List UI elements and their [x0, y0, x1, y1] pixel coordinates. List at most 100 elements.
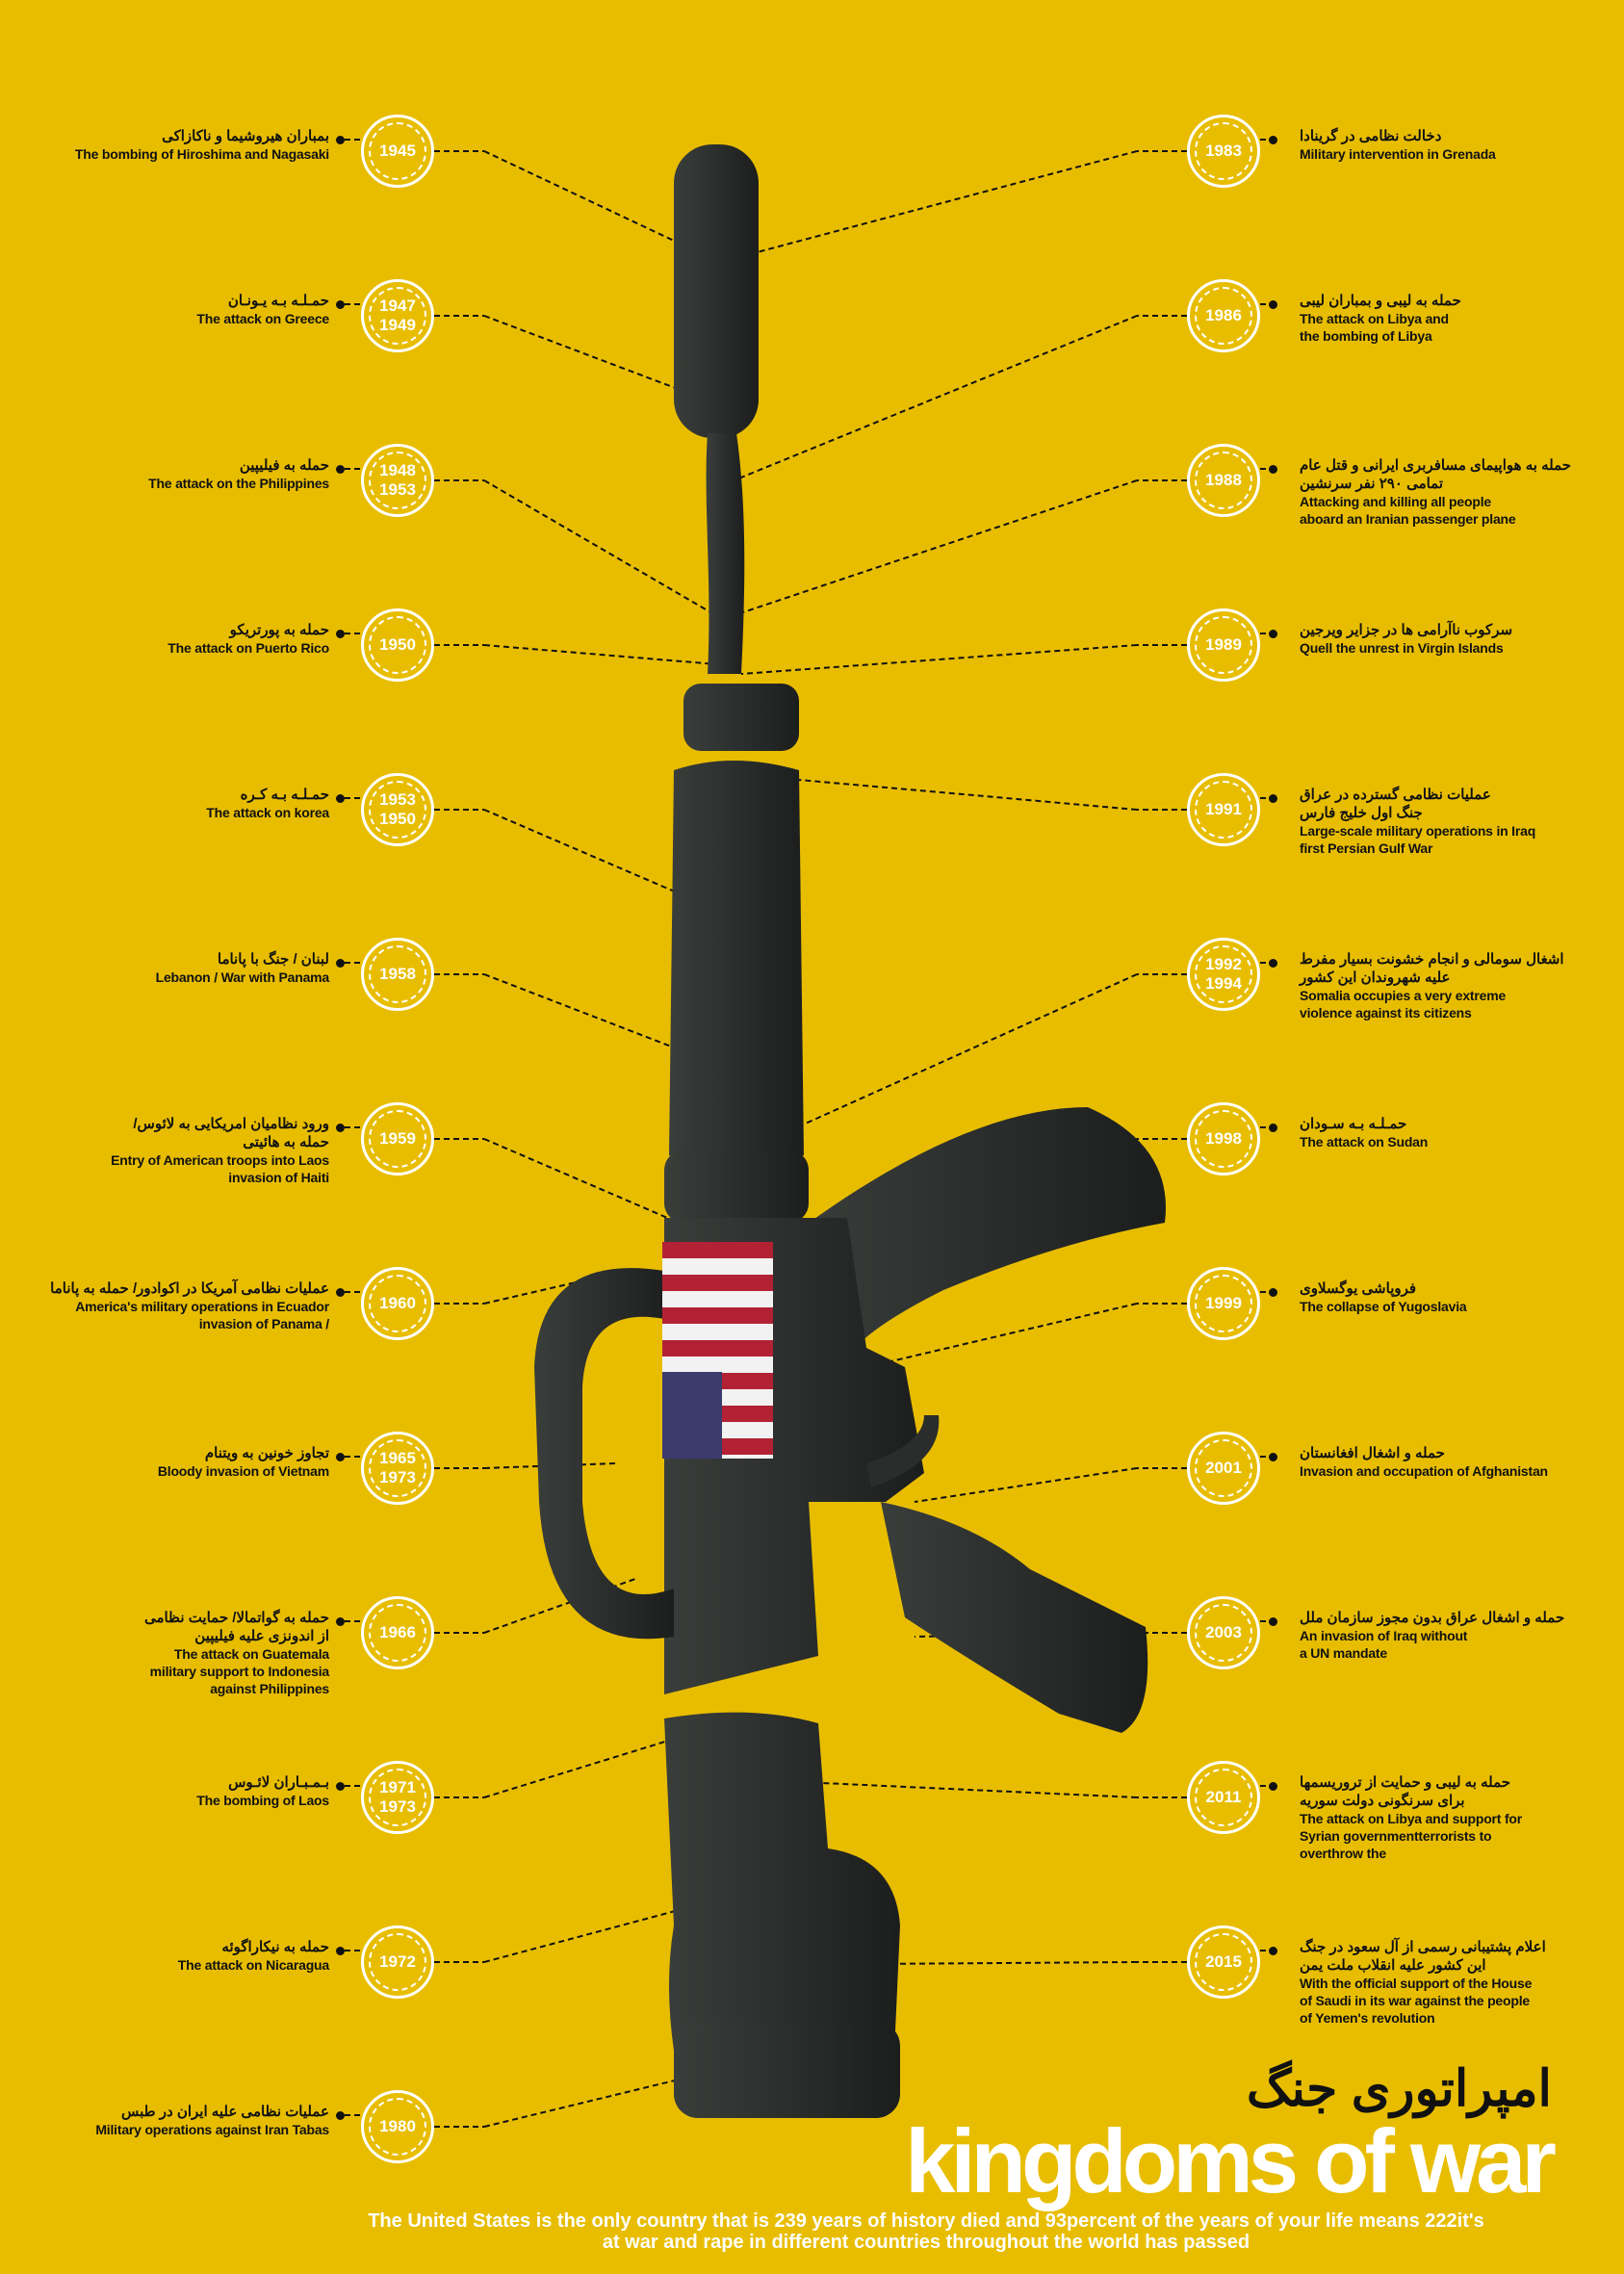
event-english: The attack on Nicaragua: [177, 1957, 329, 1973]
year-text: 1958: [379, 965, 416, 983]
year-badge: 1960: [361, 1267, 434, 1340]
rifle-grip: [881, 1502, 1148, 1733]
connector-line: [483, 1578, 636, 1634]
event-english: With the official support of the House o…: [1300, 1976, 1533, 2026]
event-label: حمله به گواتمالا/ حمایت نظامی از اندونزی…: [12, 1609, 329, 1697]
us-flag: [662, 1242, 773, 1459]
event-english: The attack on Libya and support for Syri…: [1300, 1811, 1523, 1861]
connector-line: [779, 1780, 1138, 1798]
event-english: The attack on Libya and the bombing of L…: [1300, 311, 1449, 344]
bullet-dot: [336, 630, 345, 638]
year-text: 1991: [1205, 800, 1242, 818]
rifle-butt: [674, 2022, 900, 2118]
event-label: اعلام پشتیبانی رسمی از آل سعود در جنگ ای…: [1300, 1938, 1617, 2027]
year-badge: 1986: [1187, 279, 1260, 352]
bullet-dot: [336, 2111, 345, 2120]
event-persian: حمله به نیکاراگوئه: [221, 1939, 329, 1955]
event-english: Bloody invasion of Vietnam: [157, 1463, 329, 1479]
connector-line: [483, 315, 694, 396]
event-english: The collapse of Yugoslavia: [1300, 1299, 1467, 1314]
event-persian: ورود نظامیان امریکایی به لائوس/ حمله به …: [133, 1116, 329, 1150]
event-persian: حمله به لیبی و بمباران لیبی: [1300, 293, 1461, 309]
bullet-dot: [336, 1617, 345, 1626]
bullet-dot: [1269, 959, 1277, 968]
connector-line: [483, 2079, 680, 2128]
event-label: حمله به لیبی و بمباران لیبی The attack on…: [1300, 292, 1617, 345]
connector-line: [483, 809, 684, 896]
year-text: 1950: [379, 635, 416, 654]
event-persian: سرکوب ناآرامی ها در جزایر ویرجین: [1300, 622, 1513, 638]
bullet-dot: [336, 136, 345, 144]
year-badge: 2011: [1187, 1761, 1260, 1834]
year-text: 2001: [1205, 1459, 1242, 1477]
year-badge: 1966: [361, 1596, 434, 1669]
year-text: 1986: [1205, 306, 1242, 324]
connector-line: [483, 150, 675, 242]
event-english: Somalia occupies a very extreme violence…: [1300, 988, 1507, 1021]
year-badge: 1991: [1187, 773, 1260, 846]
event-label: عملیات نظامی گسترده در عراق جنگ اول خلیج…: [1300, 786, 1617, 857]
event-english: Entry of American troops into Laos invas…: [111, 1152, 329, 1185]
bullet-dot: [336, 1947, 345, 1955]
year-text: 1966: [379, 1623, 416, 1641]
connector-line: [483, 644, 718, 665]
year-badge: 1998: [1187, 1102, 1260, 1176]
bullet-dot: [1269, 1124, 1277, 1132]
bullet-dot: [336, 300, 345, 309]
bullet-dot: [336, 794, 345, 803]
event-persian: لبنان / جنگ با پاناما: [217, 951, 329, 968]
event-label: حمله به هواپیمای مسافربری ایرانی و قتل ع…: [1300, 456, 1617, 528]
year-text: 1998: [1205, 1129, 1242, 1148]
event-english: An invasion of Iraq without a UN mandate: [1300, 1628, 1468, 1661]
event-english: Quell the unrest in Virgin Islands: [1300, 640, 1504, 656]
year-badge: 1980: [361, 2090, 434, 2163]
event-label: عملیات نظامی آمریکا در اکوادور/ حمله به …: [12, 1279, 329, 1332]
bullet-dot: [1269, 136, 1277, 144]
event-english: Large-scale military operations in Iraq …: [1300, 823, 1536, 856]
year-badge: 1999: [1187, 1267, 1260, 1340]
event-persian: اعلام پشتیبانی رسمی از آل سعود در جنگ ای…: [1300, 1939, 1546, 1974]
bullet-dot: [336, 1288, 345, 1297]
event-english: The bombing of Laos: [196, 1793, 329, 1808]
event-persian: حمله به گواتمالا/ حمایت نظامی از اندونزی…: [143, 1610, 329, 1644]
year-text: 1953 1950: [379, 790, 416, 828]
event-label: ورود نظامیان امریکایی به لائوس/ حمله به …: [12, 1115, 329, 1186]
event-persian: عملیات نظامی علیه ایران در طبس: [120, 2104, 329, 2120]
year-text: 2003: [1205, 1623, 1242, 1641]
connector-line: [483, 1138, 680, 1224]
connector-line: [740, 644, 1138, 675]
bullet-dot: [336, 465, 345, 474]
event-english: America's military operations in Ecuador…: [75, 1299, 329, 1331]
title-english: kingdoms of war: [905, 2110, 1557, 2211]
year-badge: 1959: [361, 1102, 434, 1176]
connector-line: [483, 1462, 617, 1469]
year-badge: 1965 1973: [361, 1432, 434, 1505]
event-persian: حمله به فیلیپین: [239, 457, 329, 474]
year-badge: 1989: [1187, 608, 1260, 682]
bullet-dot: [1269, 1947, 1277, 1955]
year-text: 1983: [1205, 142, 1242, 160]
connector-line: [731, 479, 1138, 617]
event-persian: عملیات نظامی آمریکا در اکوادور/ حمله به …: [50, 1280, 329, 1297]
year-text: 1988: [1205, 471, 1242, 489]
event-english: Attacking and killing all people aboard …: [1300, 494, 1516, 527]
year-text: 1948 1953: [379, 461, 416, 499]
bullet-dot: [336, 1782, 345, 1791]
event-english: The attack on Guatemala military support…: [149, 1646, 330, 1696]
connector-line: [483, 1905, 694, 1963]
year-text: 1971 1973: [379, 1778, 416, 1816]
bullet-dot: [1269, 630, 1277, 638]
event-english: Lebanon / War with Panama: [155, 969, 330, 985]
year-text: 1960: [379, 1294, 416, 1312]
event-persian: تجاوز خونین به ویتنام: [204, 1445, 329, 1461]
